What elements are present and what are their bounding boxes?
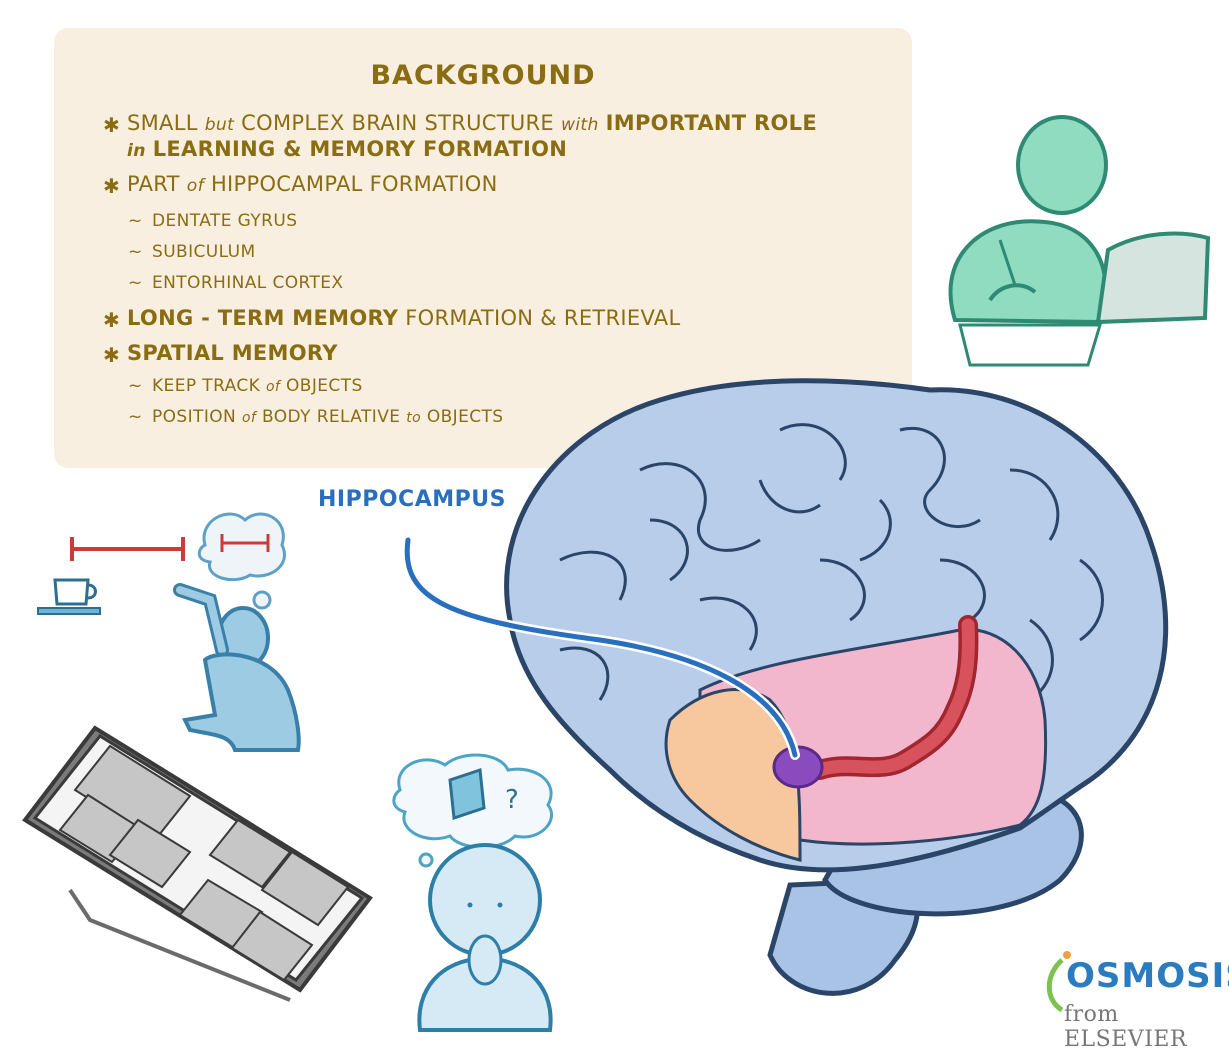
- thinking-person-illustration: [392, 753, 554, 1032]
- bullet-2: PART of HIPPOCAMPAL FORMATION: [127, 172, 498, 196]
- sub-entorhinal-cortex: ENTORHINAL CORTEX: [152, 273, 344, 293]
- photo-album-illustration: [22, 725, 373, 1002]
- sub-subiculum: SUBICULUM: [152, 242, 256, 262]
- logo-subtitle: from ELSEVIER: [1064, 1002, 1188, 1052]
- brain-illustration: [504, 378, 1169, 996]
- background-title: BACKGROUND: [370, 60, 596, 91]
- tilde-marker: ~: [128, 273, 143, 293]
- tilde-marker: ~: [128, 242, 143, 262]
- spatial-distance-illustration: [37, 512, 301, 752]
- bullet-star-3: ✱: [103, 308, 120, 332]
- background-panel: BACKGROUND: [54, 28, 912, 468]
- bullet-1-line-2: in LEARNING & MEMORY FORMATION: [127, 137, 568, 161]
- tilde-marker: ~: [128, 211, 143, 231]
- bullet-star-2: ✱: [103, 174, 120, 198]
- osmosis-logo: OSMOSIS from ELSEVIER: [1040, 950, 1229, 1052]
- person-with-tablet-illustration: [948, 115, 1211, 367]
- hippocampus-label: HIPPOCAMPUS: [318, 487, 506, 512]
- bullet-1-line-1: SMALL but COMPLEX BRAIN STRUCTURE with I…: [127, 111, 817, 135]
- bullet-star-1: ✱: [103, 113, 120, 137]
- tilde-marker: ~: [128, 407, 143, 427]
- thought-question-mark: ?: [505, 785, 519, 815]
- tilde-marker: ~: [128, 376, 143, 396]
- sub-position-body: POSITION of BODY RELATIVE to OBJECTS: [152, 407, 504, 427]
- bullet-3: LONG - TERM MEMORY FORMATION & RETRIEVAL: [127, 306, 681, 330]
- osmosis-logo-mark: [1046, 951, 1071, 1013]
- bullet-4: SPATIAL MEMORY: [127, 341, 338, 365]
- sub-dentate-gyrus: DENTATE GYRUS: [152, 211, 298, 231]
- sub-keep-track: KEEP TRACK of OBJECTS: [152, 376, 363, 396]
- logo-name: OSMOSIS: [1066, 956, 1229, 996]
- bullet-star-4: ✱: [103, 343, 120, 367]
